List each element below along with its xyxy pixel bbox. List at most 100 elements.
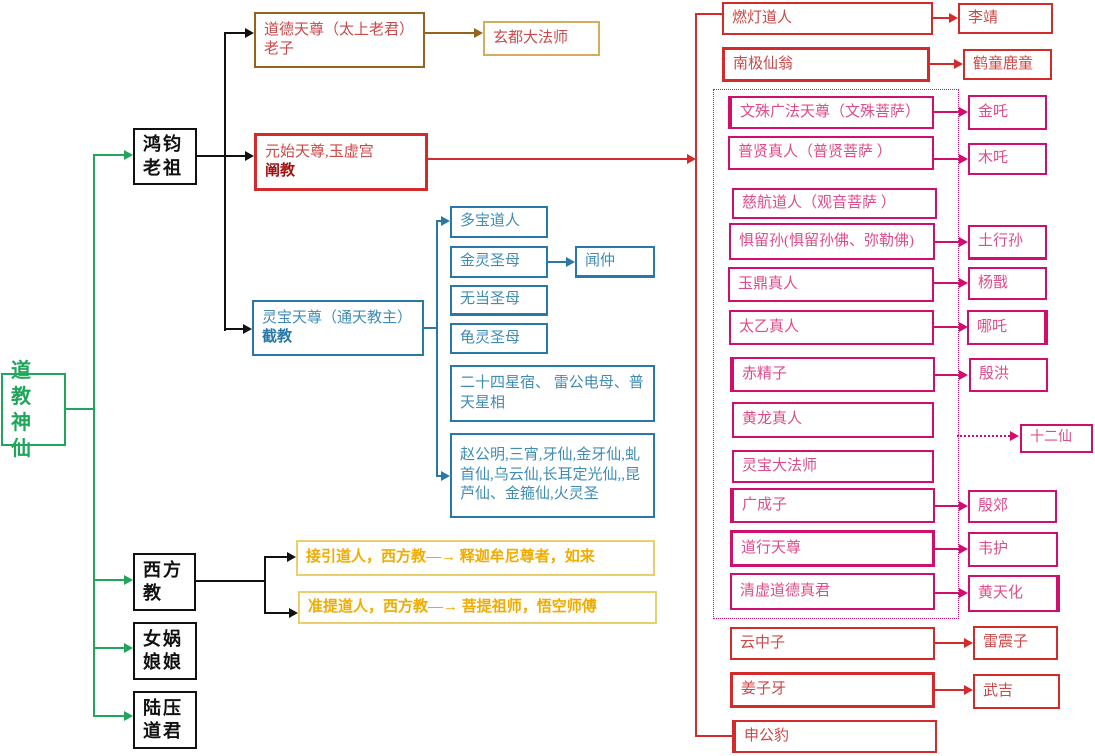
root-line1: 道教 [11, 359, 34, 408]
node-disciple-tuxingsun: 土行孙 [968, 225, 1047, 260]
node-master-lingbao-dafashi: 灵宝大法师 [732, 450, 934, 483]
node-lingbao-tianzun: 灵宝天尊（通天教主） 截教 [252, 300, 424, 356]
lingbao-line1: 灵宝天尊（通天教主） [262, 309, 413, 326]
node-master-puxian: 普贤真人（普贤菩萨 ） [728, 136, 934, 170]
arrow-to-daode [245, 28, 254, 38]
arrow-to-xifangjiao [124, 575, 133, 585]
node-disciple-yangjian: 杨戬 [968, 267, 1047, 300]
edge-yunzhongzi-leizhenzi [935, 642, 964, 644]
arrow-qingxu-huangtianhua [959, 588, 968, 598]
luya-line1: 陆压 [143, 697, 183, 718]
arrow-juliusun-tuxingsun [959, 237, 968, 247]
edge-to-yuanshi [224, 155, 246, 157]
arrow-yuding-yangjian [959, 278, 968, 288]
edge-xifangjiao-out [196, 580, 266, 582]
xifang-line2: 教 [143, 583, 163, 603]
node-wudang-shengmu: 无当圣母 [450, 285, 548, 316]
yunzhongzi-label: 云中子 [740, 634, 786, 651]
disciple-1-label: 木吒 [978, 150, 1009, 167]
edge-green-spine [93, 154, 95, 717]
yuanshi-line2: 阐教 [265, 163, 296, 179]
hongjun-line1: 鸿钧 [143, 134, 183, 155]
disciple-6-label: 殷洪 [979, 366, 1010, 383]
arrow-to-nuwa [124, 643, 133, 653]
edge-root-to-spine [66, 408, 94, 410]
node-master-cihang: 慈航道人（观音菩萨 ） [732, 188, 937, 219]
edge-to-nuwa [93, 647, 124, 649]
disciple-11-label: 黄天化 [978, 584, 1024, 601]
node-yuanshi-tianzun: 元始天尊,玉虚宫阐教 [254, 133, 428, 191]
disciple-5-label: 哪吒 [977, 318, 1008, 335]
node-jieyin-daoren: 接引道人，西方教—→ 释迦牟尼尊者，如来 [296, 540, 655, 576]
xuandu-label: 玄都大法师 [493, 29, 569, 46]
edge-chijingzi-yinhong [935, 374, 959, 376]
node-shierxian-label: 十二仙 [1020, 424, 1093, 453]
node-disciple-jinzha: 金吒 [968, 95, 1047, 130]
edge-puxian-muzha [934, 158, 959, 160]
node-wuji: 武吉 [973, 674, 1060, 709]
node-master-yuding: 玉鼎真人 [728, 267, 934, 302]
node-luya-daojun: 陆压道君 [133, 691, 197, 749]
xifang-line1: 西方 [143, 559, 183, 580]
edge-randeng-lijing [933, 17, 949, 19]
zhao-label: 赵公明,三宵,牙仙,金牙仙,虬首仙,乌云仙,长耳定光仙,,昆芦仙、金箍仙,火灵圣 [460, 447, 641, 503]
node-master-guangchengzi: 广成子 [730, 488, 935, 523]
edge-daoxing-weihu [935, 548, 959, 550]
arrow-to-zhao [441, 471, 450, 481]
edge-jiejiao-spine [436, 220, 438, 477]
lingbao-line2: 截教 [262, 329, 293, 345]
arrow-nanji-hetong [954, 59, 963, 69]
wudang-label: 无当圣母 [460, 291, 521, 308]
node-master-wenshu: 文殊广法天尊（文殊菩萨） [728, 96, 934, 129]
edge-taiyi-nezha [934, 326, 959, 328]
edge-dotted-shierxian [957, 435, 1010, 437]
shengongbao-label: 申公豹 [744, 727, 790, 744]
node-master-daoxing: 道行天尊 [730, 530, 935, 567]
node-guiling-shengmu: 龟灵圣母 [450, 323, 548, 354]
master-9-label: 广成子 [742, 496, 788, 513]
disciple-10-label: 韦护 [978, 540, 1009, 557]
node-disciple-weihu: 韦护 [968, 532, 1058, 567]
node-master-juliusun: 惧留孙(惧留孙佛、弥勒佛) [729, 223, 935, 260]
edge-yuanshi-chanjiao [428, 158, 688, 160]
arrow-to-yuanshi [245, 151, 254, 161]
edge-to-zhao [436, 475, 443, 477]
node-daode-tianzun: 道德天尊（太上老君）老子 [254, 12, 425, 68]
edge-jiangziya-wuji [935, 689, 964, 691]
zhunti-label: 准提道人，西方教—→ 菩提祖师，悟空师傅 [308, 598, 597, 615]
arrow-jinling-wenzhong [566, 257, 575, 267]
nanji-label: 南极仙翁 [733, 55, 794, 72]
edge-to-jieyin [264, 556, 287, 558]
arrow-to-zhunti [289, 608, 298, 618]
master-1-label: 普贤真人（普贤菩萨 ） [738, 144, 892, 161]
disciple-4-label: 杨戬 [978, 274, 1009, 291]
node-nanji-xianweng: 南极仙翁 [722, 47, 930, 82]
jiangziya-label: 姜子牙 [741, 681, 787, 698]
arrow-to-jieyin [287, 552, 296, 562]
arrow-yunzhongzi-leizhenzi [964, 638, 973, 648]
edge-to-hongjun [93, 154, 124, 156]
node-randeng-daoren: 燃灯道人 [722, 2, 933, 35]
arrow-to-lingbao [243, 324, 252, 334]
arrow-jiangziya-wuji [964, 685, 973, 695]
arrow-yuanshi-chanjiao [687, 154, 696, 164]
master-0-label: 文殊广法天尊（文殊菩萨） [740, 103, 921, 120]
node-stars-group: 二十四星宿、 雷公电母、普天星相 [450, 365, 655, 422]
edge-qingxu-huangtianhua [935, 592, 959, 594]
yuanshi-line1: 元始天尊,玉虚宫 [265, 143, 374, 160]
edge-yuding-yangjian [934, 282, 959, 284]
node-jinling-shengmu: 金灵圣母 [450, 246, 548, 278]
edge-to-lingbao [224, 328, 244, 330]
edge-to-xifangjiao [93, 579, 124, 581]
nuwa-line1: 女娲 [143, 628, 183, 649]
node-nuwa-niangniang: 女娲娘娘 [133, 622, 197, 680]
node-hongjun-laozu: 鸿钧老祖 [133, 128, 197, 185]
arrow-wenshu-jinzha [959, 107, 968, 117]
daode-line1: 道德天尊（太上老君） [264, 21, 415, 38]
root-line2: 神仙 [11, 411, 34, 460]
node-lijing: 李靖 [958, 3, 1053, 34]
master-2-label: 慈航道人（观音菩萨 ） [742, 194, 896, 211]
node-hetong-lutong: 鹤童鹿童 [963, 49, 1052, 80]
edge-guangchengzi-yinjiao [935, 505, 959, 507]
